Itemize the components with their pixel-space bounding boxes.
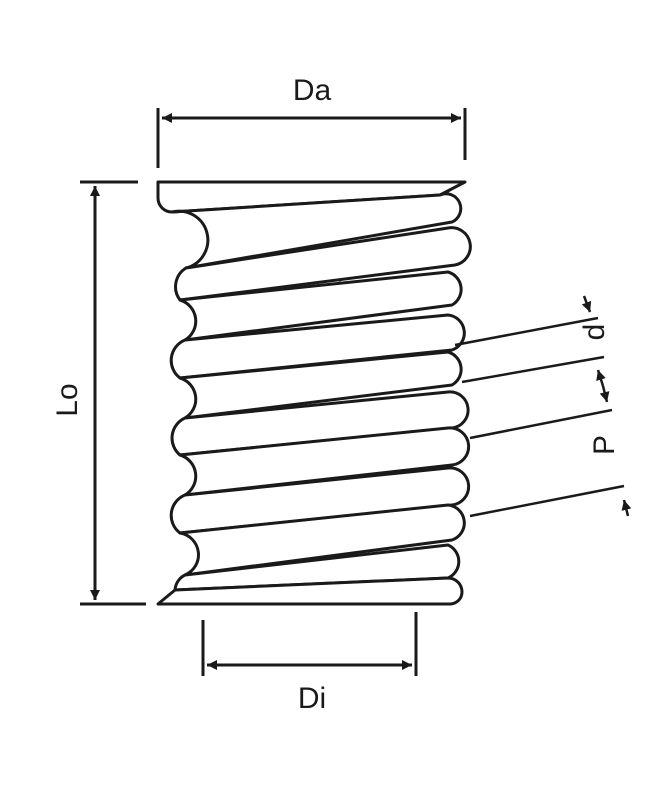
pitch-label: P bbox=[588, 435, 621, 455]
outer-diameter-dimension bbox=[156, 108, 467, 168]
wire-diameter-label: d bbox=[578, 324, 611, 341]
wire-diameter-dimension bbox=[454, 295, 606, 387]
outer-diameter-label: Da bbox=[293, 74, 332, 107]
inner-diameter-label: Di bbox=[298, 682, 326, 715]
pitch-dimension bbox=[469, 385, 632, 518]
spring-body bbox=[156, 180, 472, 606]
free-length-label: Lo bbox=[51, 383, 84, 416]
inner-diameter-dimension bbox=[201, 612, 418, 676]
free-length-dimension bbox=[80, 180, 146, 606]
